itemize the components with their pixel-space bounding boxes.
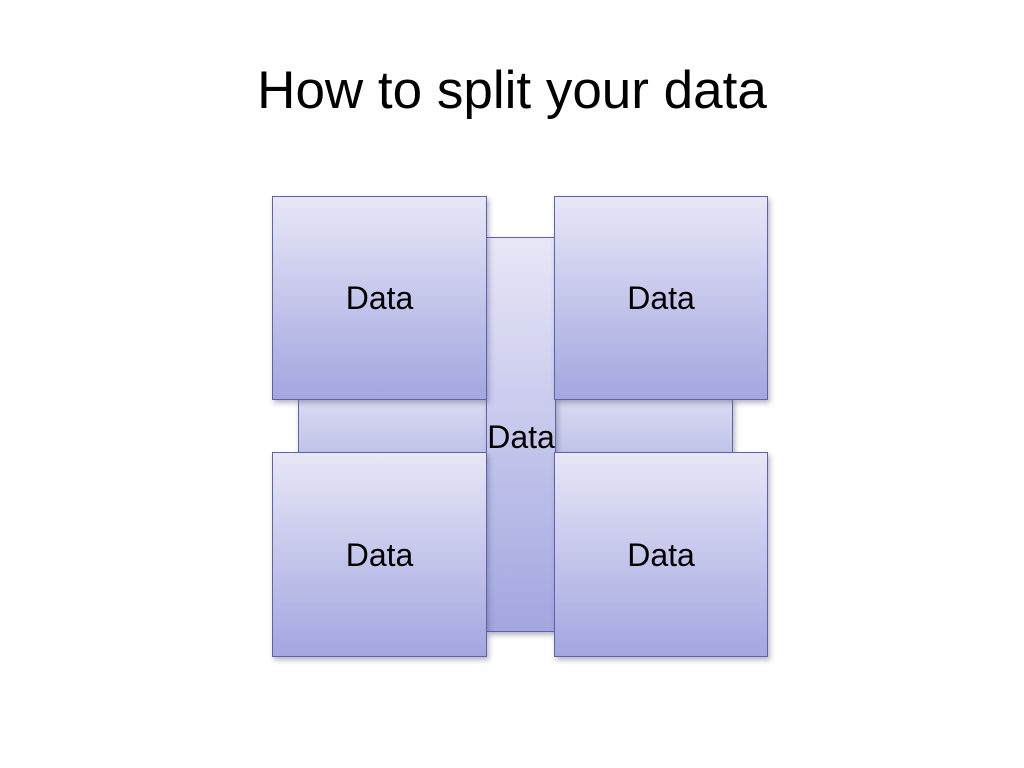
slide-title: How to split your data <box>257 61 767 120</box>
data-box-bottom-right: Data <box>554 452 768 657</box>
data-box-top-left: Data <box>272 196 487 400</box>
data-box-top-left-label: Data <box>345 280 414 316</box>
data-box-bottom-right-label: Data <box>627 536 695 573</box>
vertical-data-box <box>486 237 556 632</box>
center-data-label: Data <box>487 419 555 455</box>
data-box-bottom-left-label: Data <box>345 536 414 573</box>
data-box-bottom-left: Data <box>272 452 487 657</box>
data-box-top-right-label: Data <box>627 280 695 316</box>
data-box-top-right: Data <box>554 196 768 400</box>
